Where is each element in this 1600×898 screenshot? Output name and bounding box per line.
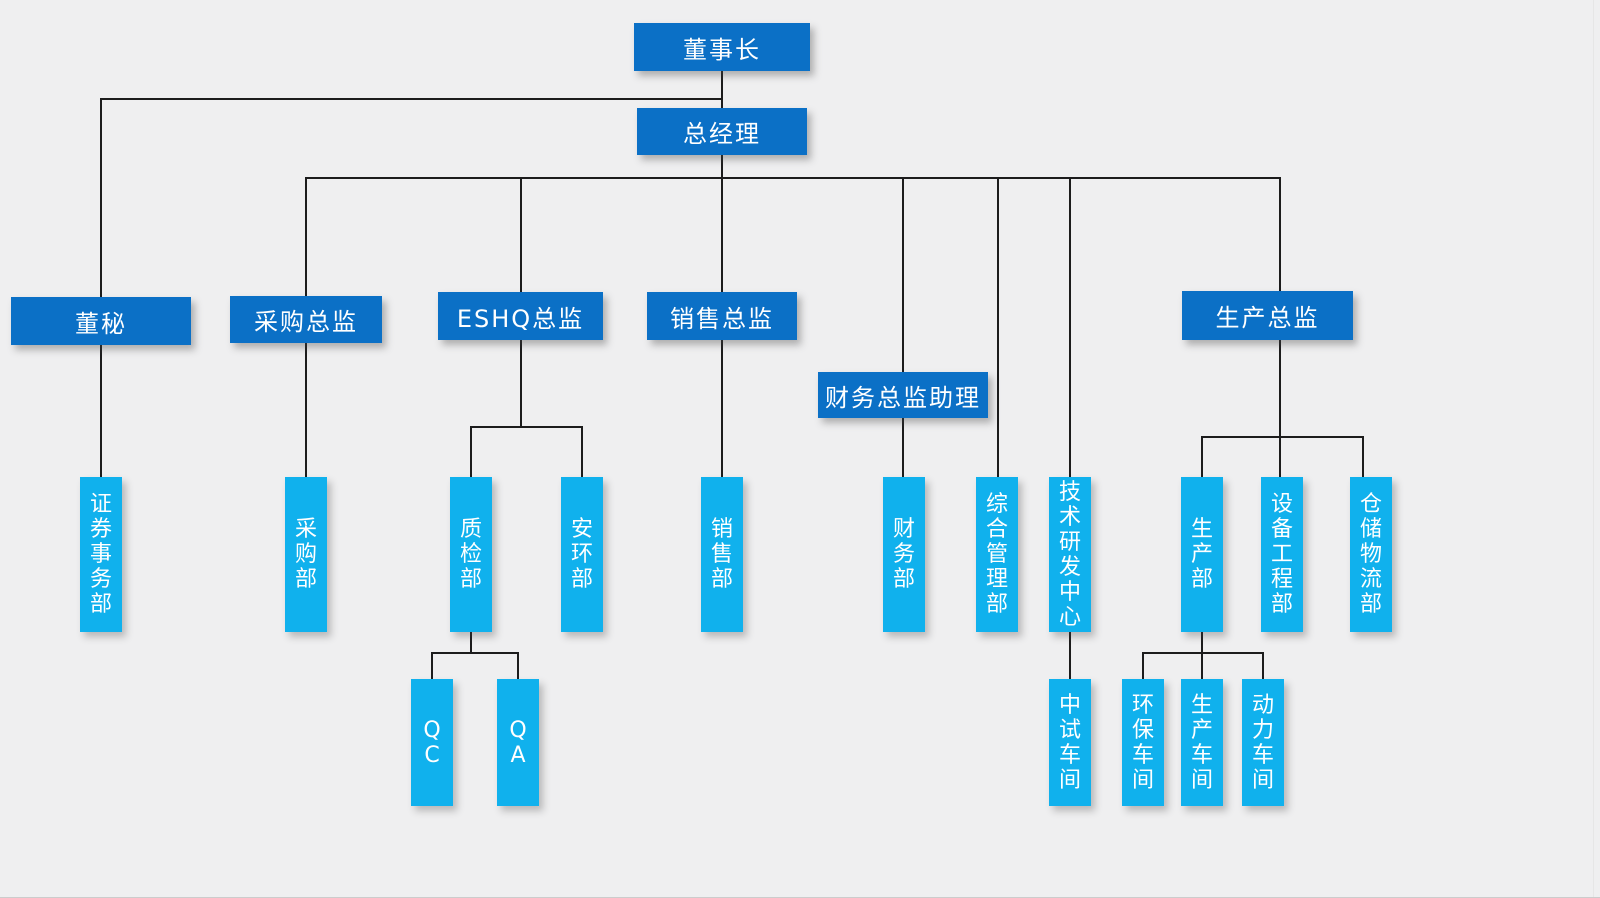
node-chairman-label: 董事长	[683, 35, 761, 64]
node-procurement-dept-label: 采购部	[295, 517, 318, 592]
node-production-dept-label: 生产部	[1191, 517, 1214, 592]
node-production-director: 生产总监	[1182, 291, 1353, 340]
node-qc-label: QC	[423, 717, 441, 768]
connector-warehouse-logistics-line	[1362, 436, 1364, 477]
node-chairman: 董事长	[634, 23, 810, 71]
node-rd-center: 技术研发中心	[1049, 477, 1091, 632]
node-power-workshop-label: 动力车间	[1252, 692, 1275, 793]
node-pilot-workshop-label: 中试车间	[1059, 692, 1082, 793]
node-safety-env-dept: 安环部	[561, 477, 603, 632]
node-quality-inspection-dept-label: 质检部	[460, 517, 483, 592]
node-equipment-eng-dept: 设备工程部	[1261, 477, 1303, 632]
node-warehouse-logistics-dept: 仓储物流部	[1350, 477, 1392, 632]
node-finance-dept-label: 财务部	[893, 517, 916, 592]
node-board-secretary-label: 董秘	[75, 309, 127, 338]
node-qa-label: QA	[509, 717, 527, 768]
connector-production-dept-children-line	[1201, 631, 1203, 679]
node-procurement-director-label: 采购总监	[254, 308, 358, 336]
connector-cfo-assistant-line	[902, 177, 904, 477]
connector-rd-center-pilot-line	[1069, 177, 1071, 679]
connector-safety-env-line	[581, 426, 583, 477]
connector-production-children-branch	[1201, 436, 1364, 438]
node-production-director-label: 生产总监	[1215, 304, 1320, 332]
node-eshq-director: ESHQ总监	[438, 292, 603, 340]
node-board-secretary: 董秘	[11, 297, 191, 345]
node-securities-dept-label: 证券事务部	[90, 492, 113, 617]
node-cfo-assistant: 财务总监助理	[818, 372, 988, 418]
connector-qa-line	[517, 652, 519, 679]
node-equipment-eng-dept-label: 设备工程部	[1271, 492, 1294, 617]
node-production-dept: 生产部	[1181, 477, 1223, 632]
connector-gm-children-branch	[305, 177, 1281, 179]
node-sales-director: 销售总监	[647, 292, 797, 340]
connector-env-workshop-line	[1142, 652, 1144, 679]
node-gm-label: 总经理	[683, 120, 761, 148]
node-gm: 总经理	[637, 108, 807, 155]
connector-power-workshop-line	[1262, 652, 1264, 679]
node-safety-env-dept-label: 安环部	[571, 517, 594, 592]
connector-eshq-children-branch	[470, 426, 583, 428]
connector-board-secretary-line	[100, 98, 102, 477]
node-cfo-assistant-label: 财务总监助理	[825, 383, 981, 412]
connector-workshops-branch	[1142, 652, 1264, 654]
node-production-workshop-label: 生产车间	[1191, 692, 1214, 793]
node-env-workshop-label: 环保车间	[1132, 692, 1155, 793]
node-sales-dept-label: 销售部	[711, 517, 734, 592]
node-sales-dept: 销售部	[701, 477, 743, 632]
node-procurement-director: 采购总监	[230, 296, 382, 343]
node-qc: QC	[411, 679, 453, 806]
node-production-workshop: 生产车间	[1181, 679, 1223, 806]
connector-qc-qa-branch	[431, 652, 519, 654]
node-rd-center-label: 技术研发中心	[1059, 479, 1082, 630]
connector-production-dept-line	[1201, 436, 1203, 477]
node-sales-director-label: 销售总监	[670, 304, 774, 333]
connector-chairman-gm-sales-line	[721, 71, 723, 477]
node-securities-dept: 证券事务部	[80, 477, 122, 632]
canvas-right-edge	[1593, 0, 1594, 898]
node-procurement-dept: 采购部	[285, 477, 327, 632]
node-finance-dept: 财务部	[883, 477, 925, 632]
node-eshq-director-label: ESHQ总监	[456, 304, 585, 333]
node-quality-inspection-dept: 质检部	[450, 477, 492, 632]
node-general-admin-dept: 综合管理部	[976, 477, 1018, 632]
node-qa: QA	[497, 679, 539, 806]
connector-board-secretary-branch	[100, 98, 722, 100]
node-pilot-workshop: 中试车间	[1049, 679, 1091, 806]
connector-qc-line	[431, 652, 433, 679]
node-general-admin-dept-label: 综合管理部	[986, 492, 1009, 617]
node-power-workshop: 动力车间	[1242, 679, 1284, 806]
node-warehouse-logistics-dept-label: 仓储物流部	[1360, 492, 1383, 617]
node-env-workshop: 环保车间	[1122, 679, 1164, 806]
connector-general-admin-line	[997, 177, 999, 477]
